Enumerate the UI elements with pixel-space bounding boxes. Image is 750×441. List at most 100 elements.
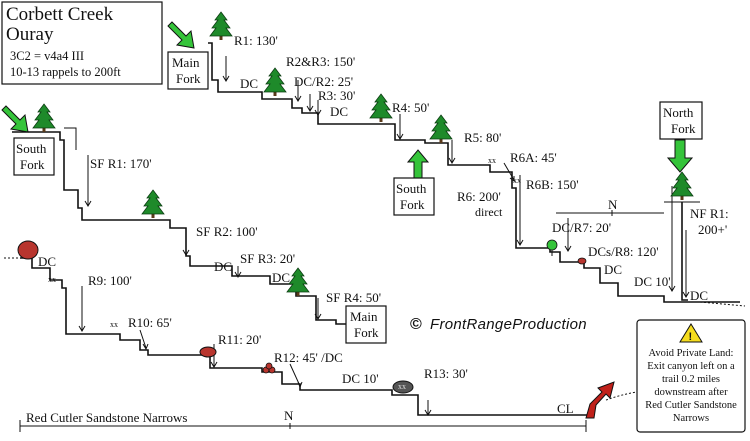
title-box: Corbett Creek Ouray 3C2 = v4a4 III 10-13…: [1, 1, 163, 85]
label-r9: R9: 100': [88, 273, 132, 288]
label-dc-2: DC: [330, 104, 348, 119]
label-narrows: Red Cutler Sandstone Narrows: [26, 410, 187, 425]
title-line-2: Ouray: [6, 24, 54, 45]
label-r6a: R6A: 45': [510, 150, 557, 165]
n-label-top: N: [608, 197, 618, 212]
label-r6-l2: direct: [475, 205, 503, 219]
main-fork-bottom-l2: Fork: [354, 325, 379, 340]
south-fork-box-mid: South Fork: [393, 177, 435, 216]
trees-layer: [32, 11, 694, 296]
south-fork-mid-l1: South: [396, 181, 427, 196]
label-r2r3: R2&R3: 150': [286, 54, 355, 69]
rock-r11: [199, 346, 217, 358]
label-r3: R3: 30': [318, 88, 355, 103]
label-dc-3: DC: [604, 262, 622, 277]
rock-r8: [577, 257, 587, 265]
main-canyon-path: [208, 42, 740, 303]
label-r13: R13: 30': [424, 366, 468, 381]
warning-line-1: Avoid Private Land:: [649, 348, 734, 359]
xx-r10: xx: [110, 320, 118, 329]
label-nf-r1-l2: 200+': [698, 222, 727, 237]
label-dc-left: DC: [38, 254, 56, 269]
label-sf-r1: SF R1: 170': [90, 156, 152, 171]
label-dc-sf2: DC: [272, 270, 290, 285]
label-r6-l1: R6: 200': [457, 189, 501, 204]
label-r5: R5: 80': [464, 130, 501, 145]
main-fork-box-top: Main Fork: [167, 51, 209, 90]
north-fork-path: [681, 202, 688, 301]
label-r12: R12: 45' /DC: [274, 350, 343, 365]
tree-north-fork-icon: [670, 171, 694, 200]
main-fork-top-l1: Main: [172, 55, 200, 70]
exit-arrow-red: [585, 381, 615, 419]
title-line-4: 10-13 rappels to 200ft: [10, 65, 121, 79]
label-dc10-bottom: DC 10': [342, 371, 379, 386]
warning-line-5: Red Cutler Sandstone: [645, 400, 737, 411]
north-fork-l2: Fork: [671, 121, 696, 136]
xx-r13: xx: [398, 382, 406, 391]
svg-text:!: !: [689, 331, 693, 343]
label-r11: R11: 20': [218, 332, 261, 347]
tree-r1-icon: [209, 11, 233, 40]
south-fork-box-left: South Fork: [13, 137, 55, 176]
xx-r6b: xx: [513, 176, 521, 185]
green-arrow-main-fork: [167, 21, 195, 49]
south-fork-path: [12, 131, 346, 325]
rappel-arrows: [78, 56, 690, 416]
n-label-bottom: N: [284, 408, 294, 423]
label-dc-1: DC: [240, 76, 258, 91]
small-green-tree: [546, 239, 558, 256]
copyright-symbol: ©: [410, 316, 422, 333]
south-fork-mid-l2: Fork: [400, 197, 425, 212]
warning-icon: !: [679, 323, 703, 343]
rock-upper-left: [17, 240, 39, 260]
label-r6b: R6B: 150': [526, 177, 579, 192]
tree-dc1-icon: [263, 67, 287, 96]
label-r1: R1: 130': [234, 33, 278, 48]
exit-dotted: [605, 391, 637, 401]
xx-r9: xx: [48, 275, 56, 284]
north-fork-l1: North: [663, 105, 694, 120]
label-nf-r1-l1: NF R1:: [690, 206, 729, 221]
tree-sf-r2-icon: [141, 189, 165, 218]
south-fork-side: [64, 127, 77, 150]
title-line-1: Corbett Creek: [6, 4, 114, 25]
label-sf-r4: SF R4: 50': [326, 290, 381, 305]
label-sf-r2: SF R2: 100': [196, 224, 258, 239]
downstream-dotted: [699, 301, 746, 307]
label-dc-4: DC: [690, 288, 708, 303]
tree-r5-icon: [429, 114, 453, 143]
label-dc-r2: DC/R2: 25': [294, 74, 353, 89]
tree-south-fork-icon: [32, 103, 56, 132]
south-fork-left-l2: Fork: [20, 157, 45, 172]
title-line-3: 3C2 = v4a4 III: [10, 49, 84, 63]
label-cl: CL: [557, 401, 574, 416]
label-dc-r7: DC/R7: 20': [552, 220, 611, 235]
north-fork-box: North Fork: [659, 101, 703, 140]
warning-box: ! Avoid Private Land: Exit canyon left o…: [636, 319, 746, 433]
tree-r4-icon: [369, 93, 393, 122]
xx-r6a: xx: [488, 156, 496, 165]
rock-gray-r13: [392, 380, 414, 394]
label-dc10-top: DC 10': [634, 274, 671, 289]
lower-canyon-path: [20, 257, 590, 416]
rock-r12: [262, 362, 276, 374]
brand: © FrontRangeProduction: [410, 316, 587, 333]
main-fork-box-bottom: Main Fork: [345, 305, 387, 344]
warning-line-6: Narrows: [673, 413, 709, 424]
label-dcs-r8: DCs/R8: 120': [588, 244, 659, 259]
warning-line-3: trail 0.2 miles: [662, 374, 720, 385]
green-arrow-north-fork: [666, 139, 694, 173]
warning-line-4: downstream after: [654, 387, 728, 398]
south-fork-left-l1: South: [16, 141, 47, 156]
tree-sf-r4-icon: [286, 267, 310, 296]
main-fork-top-l2: Fork: [176, 71, 201, 86]
main-fork-bottom-l1: Main: [350, 309, 378, 324]
label-dc-sf: DC: [214, 259, 232, 274]
label-r10: R10: 65': [128, 315, 172, 330]
green-arrow-south-fork-left: [1, 105, 29, 133]
brand-name: FrontRangeProduction: [430, 316, 587, 333]
label-sf-r3: SF R3: 20': [240, 251, 295, 266]
